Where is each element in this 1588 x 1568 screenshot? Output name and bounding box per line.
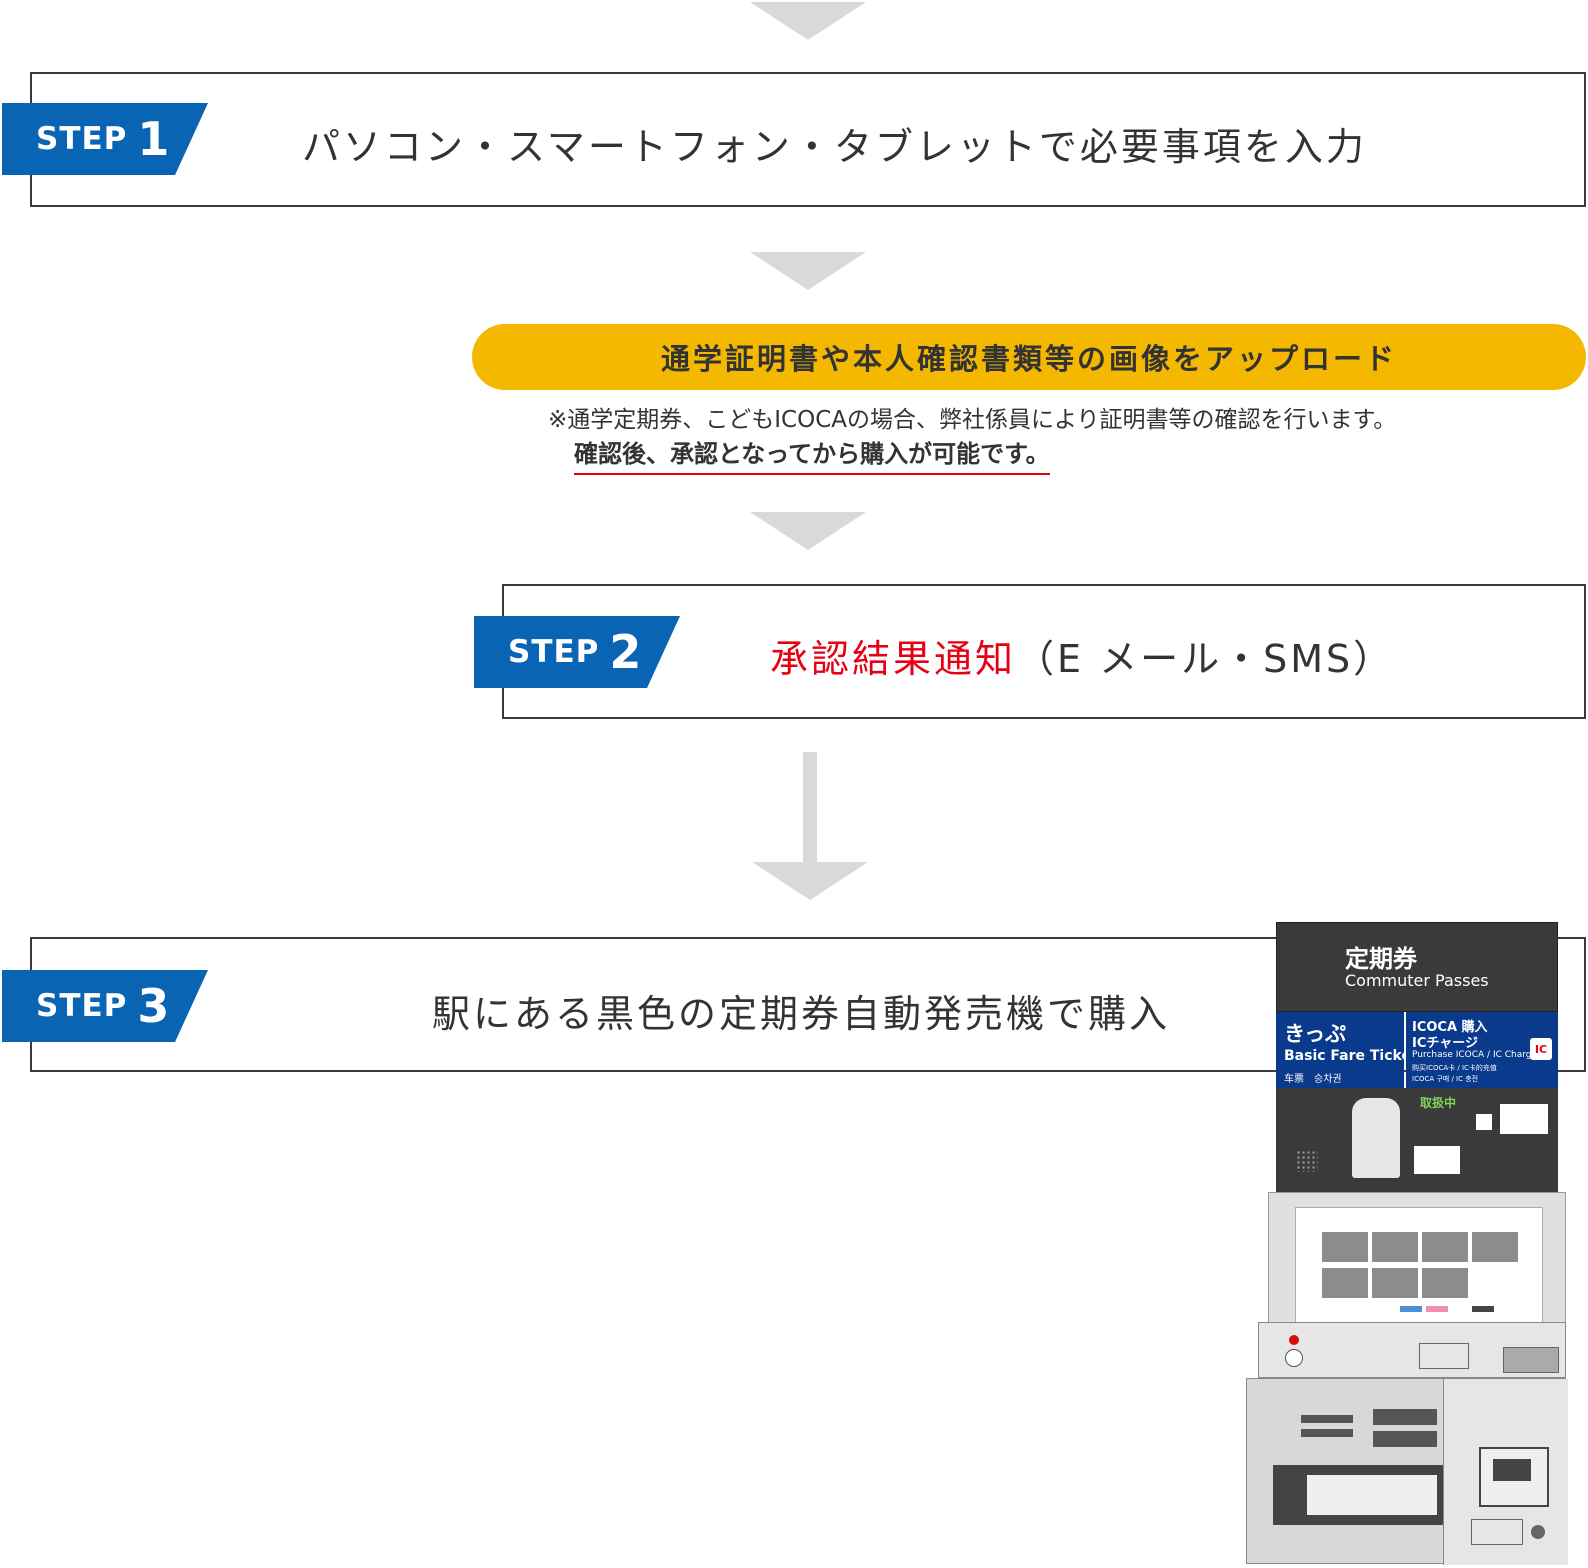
screen-tile <box>1422 1232 1468 1262</box>
small-window <box>1476 1114 1492 1130</box>
panel-right-line1: ICOCA 購入 <box>1412 1020 1488 1035</box>
display-window-2 <box>1414 1146 1460 1174</box>
receipt-slot-2 <box>1301 1429 1353 1437</box>
machine-header: 定期券 Commuter Passes <box>1276 922 1558 1012</box>
screen-tile-dark <box>1472 1306 1494 1312</box>
upload-pill: 通学証明書や本人確認書類等の画像をアップロード <box>472 324 1586 390</box>
step3-number: 3 <box>137 979 170 1033</box>
touch-screen <box>1295 1207 1543 1325</box>
machine-dark-section: 取扱中 <box>1276 1088 1558 1192</box>
panel-right-line5: ICOCA 구매 / IC 충전 <box>1412 1075 1479 1083</box>
screen-tile <box>1322 1268 1368 1298</box>
step1-badge: STEP 1 <box>2 103 208 175</box>
machine-title: 定期券 <box>1345 945 1417 973</box>
step1-box <box>30 72 1586 207</box>
step3-badge: STEP 3 <box>2 970 208 1042</box>
flow-arrow-long-head <box>752 862 868 900</box>
ticket-slot-2 <box>1373 1431 1437 1447</box>
step2-badge: STEP 2 <box>474 616 680 688</box>
change-tray <box>1307 1475 1437 1515</box>
bottom-panel <box>1471 1519 1523 1545</box>
step3-text: 駅にある黒色の定期券自動発売機で購入 <box>432 992 1171 1036</box>
machine-screen-housing <box>1268 1192 1566 1326</box>
ic-badge-icon: IC <box>1530 1038 1552 1060</box>
upload-note-emphasis: 確認後、承認となってから購入が可能です。 <box>574 434 1050 475</box>
screen-tile <box>1472 1232 1518 1262</box>
panel-right-line2: ICチャージ <box>1412 1036 1478 1051</box>
machine-panel-right: ICOCA 購入 ICチャージ Purchase ICOCA / IC Char… <box>1406 1012 1558 1088</box>
card-reader-window <box>1493 1459 1531 1481</box>
ticket-slot-1 <box>1373 1409 1437 1425</box>
step1-word: STEP <box>36 121 128 157</box>
card-slot <box>1352 1098 1400 1178</box>
flow-arrow-2 <box>750 252 866 290</box>
card-reader <box>1479 1447 1549 1507</box>
ic-badge-label: IC <box>1534 1042 1548 1056</box>
screen-tile <box>1322 1232 1368 1262</box>
red-lamp-icon <box>1289 1335 1299 1345</box>
step3-word: STEP <box>36 988 128 1024</box>
panel-left-title: きっぷ <box>1284 1022 1347 1046</box>
bill-slot <box>1503 1347 1559 1373</box>
step1-text: パソコン・スマートフォン・タブレットで必要事項を入力 <box>302 125 1367 169</box>
step2-word: STEP <box>508 634 600 670</box>
upload-note: ※通学定期券、こどもICOCAの場合、弊社係員により証明書等の確認を行います。 <box>548 407 1397 433</box>
step2-text: 承認結果通知（E メール・SMS） <box>770 628 1394 683</box>
key-lock-icon <box>1531 1525 1545 1539</box>
panel-right-line3: Purchase ICOCA / IC Charge <box>1412 1050 1538 1060</box>
receipt-slot-1 <box>1301 1415 1353 1423</box>
screen-tile-pink <box>1426 1306 1448 1312</box>
machine-title-en: Commuter Passes <box>1345 971 1489 990</box>
panel-left-subtitle: Basic Fare Tickets <box>1284 1048 1426 1064</box>
flow-arrow-top <box>750 2 866 40</box>
coin-slot <box>1419 1343 1469 1369</box>
machine-status: 取扱中 <box>1420 1096 1457 1110</box>
machine-lower-body <box>1246 1378 1568 1565</box>
screen-tile-blue <box>1400 1306 1422 1312</box>
machine-upper-body <box>1258 1322 1566 1378</box>
display-window-1 <box>1500 1104 1548 1134</box>
speaker-icon <box>1296 1150 1318 1172</box>
step2-text-highlight: 承認結果通知 <box>770 637 1017 681</box>
machine-panel-left: きっぷ Basic Fare Tickets 车票 승차권 <box>1276 1012 1426 1088</box>
step2-text-rest: （E メール・SMS） <box>1016 637 1395 681</box>
screen-tile <box>1372 1232 1418 1262</box>
step1-number: 1 <box>137 112 170 166</box>
flow-arrow-3 <box>750 512 866 550</box>
step2-box <box>502 584 1586 719</box>
panel-left-sub2: 车票 승차권 <box>1284 1074 1342 1085</box>
step2-number: 2 <box>609 625 642 679</box>
flow-arrow-long-shaft <box>803 752 817 864</box>
screen-tile <box>1422 1268 1468 1298</box>
screen-tile <box>1372 1268 1418 1298</box>
panel-right-line4: 购买ICOCA卡 / IC卡的充值 <box>1412 1064 1497 1072</box>
button-circle-icon <box>1285 1349 1303 1367</box>
